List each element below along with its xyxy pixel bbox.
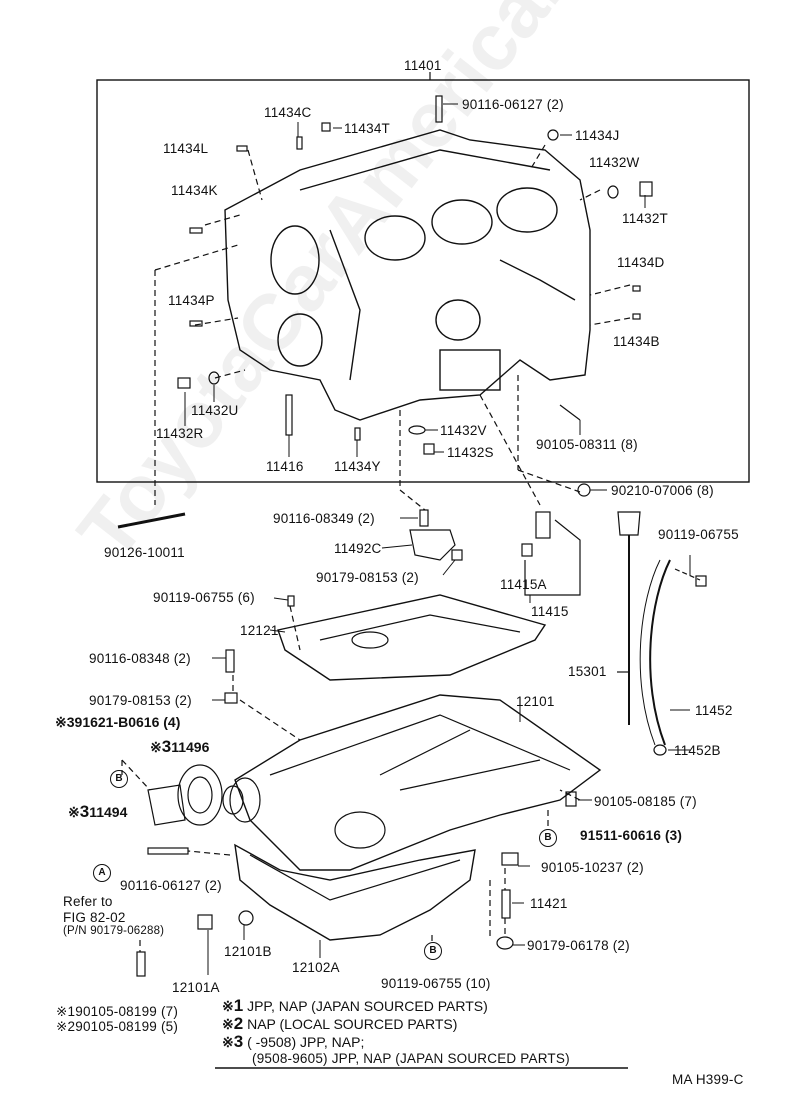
solid-leaders — [184, 103, 691, 975]
label-11434t: 11434T — [344, 121, 390, 136]
note-1: ※1 JPP, NAP (JAPAN SOURCED PARTS) — [222, 996, 488, 1015]
label-08349: 90116-08349 (2) — [273, 511, 375, 526]
note-3b: (9508-9605) JPP, NAP (JAPAN SOURCED PART… — [252, 1051, 570, 1066]
label-11434y: 11434Y — [334, 459, 381, 474]
label-11452: 11452 — [695, 703, 733, 718]
label-11432t: 11432T — [622, 211, 668, 226]
label-11434p: 11434P — [168, 293, 215, 308]
label-11496: ※311496 — [150, 737, 210, 756]
star-mark: ※ — [150, 739, 162, 755]
engine-block-frame — [96, 79, 750, 483]
bracket-11415 — [524, 519, 581, 596]
label-11432r: 11432R — [156, 426, 204, 441]
stud-11421-shape — [501, 889, 511, 919]
gasket-11492c-shape — [409, 529, 456, 561]
label-fig: FIG 82-02 — [63, 910, 126, 925]
label-11434j: 11434J — [575, 128, 620, 143]
label-11415a: 11415A — [500, 577, 547, 592]
label-06755-tr: 90119-06755 — [658, 527, 739, 542]
label-08185: 90105-08185 (7) — [594, 794, 697, 809]
label-12101a: 12101A — [172, 980, 220, 995]
label-08311: 90105-08311 (8) — [536, 437, 638, 452]
baffle-12121-shape — [277, 594, 547, 681]
label-11452b: 11452B — [674, 743, 721, 758]
marker-b-left: B — [110, 770, 128, 788]
part-11415a-shape — [521, 543, 533, 557]
guide-11452-shape — [649, 559, 671, 746]
label-12102a: 12102A — [292, 960, 340, 975]
label-bolt-top: 90116-06127 (2) — [462, 97, 564, 112]
cylinder-block-drawing — [224, 129, 591, 421]
mark-3: 3 — [161, 737, 172, 756]
label-15301: 15301 — [568, 664, 607, 679]
bolt-08199-shape — [136, 951, 146, 977]
label-11434l: 11434L — [163, 141, 209, 156]
pan-12101-shape — [234, 694, 602, 871]
label-06755-10: 90119-06755 (10) — [381, 976, 491, 991]
label-10011: 90126-10011 — [104, 545, 185, 560]
dashed-leaders — [154, 144, 631, 511]
oring-11452b-shape — [653, 744, 667, 756]
gasket-12101b-shape — [238, 910, 254, 926]
label-11434b: 11434B — [613, 334, 660, 349]
label-12121: 12121 — [240, 623, 279, 638]
nut-06178-shape — [496, 936, 514, 950]
label-11432v: 11432V — [440, 423, 487, 438]
stud-06127-shape — [147, 847, 189, 855]
label-60616: 91511-60616 (3) — [580, 828, 683, 843]
label-11434c: 11434C — [264, 105, 312, 120]
label-11432w: 11432W — [589, 155, 640, 170]
pan-12102a-shape — [234, 843, 476, 941]
stud-08348-shape — [225, 649, 235, 673]
label-refer-to: Refer to — [63, 894, 113, 909]
label-12101b: 12101B — [224, 944, 272, 959]
label-11434k: 11434K — [171, 183, 218, 198]
label-11434d: 11434D — [617, 255, 665, 270]
mark-3: 3 — [66, 714, 75, 730]
label-11415: 11415 — [531, 604, 569, 619]
label-07006: 90210-07006 (8) — [611, 483, 714, 498]
nut-08153-shape — [451, 549, 463, 561]
small-parts — [177, 95, 653, 497]
label-11494: ※311494 — [68, 802, 128, 821]
label-08153a: 90179-08153 (2) — [316, 570, 419, 585]
label-10237: 90105-10237 (2) — [541, 860, 644, 875]
note-2: ※2 NAP (LOCAL SOURCED PARTS) — [222, 1014, 458, 1033]
label-11416: 11416 — [266, 459, 304, 474]
label-06127: 90116-06127 (2) — [120, 878, 222, 893]
label-06178: 90179-06178 (2) — [527, 938, 630, 953]
label-b0616: ※391621-B0616 (4) — [55, 714, 181, 730]
marker-b-bottom: B — [424, 942, 442, 960]
label-11401: 11401 — [404, 58, 442, 73]
label-08199-7: ※190105-08199 (7) — [56, 1004, 179, 1019]
label-08199-5: ※290105-08199 (5) — [56, 1019, 179, 1034]
star-mark: ※ — [68, 804, 80, 820]
note-3: ※3 ( -9508) JPP, NAP; — [222, 1032, 365, 1051]
marker-a: A — [93, 864, 111, 882]
reference-code: MA H399-C — [672, 1072, 744, 1087]
star-mark: ※ — [55, 714, 67, 730]
long-stud — [117, 512, 186, 529]
label-11492c: 11492C — [334, 541, 382, 556]
label-06755-6: 90119-06755 (6) — [153, 590, 255, 605]
mark-3: 3 — [79, 802, 90, 821]
plate-11496-shape — [177, 764, 223, 826]
label-11432u: 11432U — [191, 403, 239, 418]
plug-12101a-shape — [197, 914, 213, 930]
label-11432s: 11432S — [447, 445, 494, 460]
label-pn: (P/N 90179-06288) — [63, 925, 165, 937]
part-11415-shape — [535, 511, 551, 539]
stud-08349-shape — [419, 509, 429, 527]
plate-11494-shape — [147, 784, 186, 826]
dipstick-handle — [617, 511, 641, 536]
nut-08153b-shape — [224, 692, 238, 704]
label-08348: 90116-08348 (2) — [89, 651, 191, 666]
dashed-leaders-lower — [121, 605, 581, 952]
marker-b-right: B — [539, 829, 557, 847]
label-12101: 12101 — [516, 694, 555, 709]
label-08153b: 90179-08153 (2) — [89, 693, 192, 708]
label-11421: 11421 — [530, 896, 568, 911]
